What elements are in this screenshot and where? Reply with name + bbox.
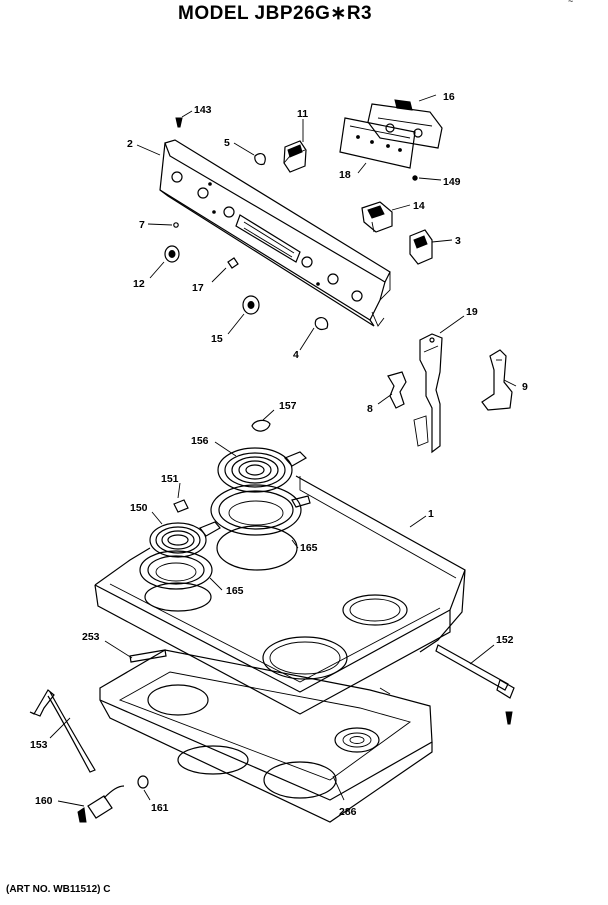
clip-161 <box>137 775 149 789</box>
art-number: (ART NO. WB11512) C <box>6 884 111 895</box>
callout-1: 1 <box>428 508 434 520</box>
callout-165-small: 165 <box>226 585 244 597</box>
switch-3 <box>409 229 433 265</box>
callout-160: 160 <box>35 795 53 807</box>
knob-15 <box>242 295 260 315</box>
callout-149: 149 <box>443 176 461 188</box>
callout-15: 15 <box>211 333 223 345</box>
callout-8: 8 <box>367 403 373 415</box>
set-screw-7 <box>173 222 179 228</box>
clip-253 <box>129 649 167 663</box>
leader-lines <box>49 94 517 807</box>
callout-19: 19 <box>466 306 478 318</box>
drip-pan-small-165 <box>139 550 213 590</box>
backsplash-panel <box>159 139 391 327</box>
callout-4: 4 <box>293 349 299 361</box>
callout-5: 5 <box>224 137 230 149</box>
callout-156: 156 <box>191 435 209 447</box>
surface-unit-large-156 <box>217 447 307 493</box>
plug-160 <box>77 785 125 823</box>
screw-143 <box>175 117 183 128</box>
wire-153 <box>29 689 96 773</box>
drip-pan-large-165 <box>210 484 311 571</box>
callout-151: 151 <box>161 473 179 485</box>
terminal-151 <box>173 499 189 513</box>
switch-11 <box>283 140 307 173</box>
callout-labels: 143 11 16 2 5 18 149 14 7 3 12 17 15 4 1… <box>30 91 528 818</box>
bracket-8 <box>387 371 407 409</box>
surface-unit-small-150 <box>149 521 221 558</box>
hinge-rod-152 <box>435 644 515 725</box>
callout-12: 12 <box>133 278 145 290</box>
callout-7: 7 <box>139 219 145 231</box>
switch-14 <box>361 201 393 233</box>
indicator-light-17 <box>227 257 239 269</box>
clip-5 <box>254 152 266 166</box>
callout-143: 143 <box>194 104 212 116</box>
knob-4 <box>314 316 329 331</box>
callout-253: 253 <box>82 631 100 643</box>
bracket-9 <box>481 349 513 411</box>
callout-157: 157 <box>279 400 297 412</box>
switch-assembly-16 <box>367 99 443 149</box>
bracket-19 <box>413 333 443 454</box>
terminal-block-157 <box>251 419 271 432</box>
callout-16: 16 <box>443 91 455 103</box>
callout-150: 150 <box>130 502 148 514</box>
callout-153: 153 <box>30 739 48 751</box>
cooktop-main-top-1 <box>94 475 466 715</box>
switch-plate-18 <box>339 117 416 169</box>
callout-165-large: 165 <box>300 542 318 554</box>
callout-161: 161 <box>151 802 169 814</box>
callout-11: 11 <box>297 108 308 120</box>
screw-149 <box>412 175 418 181</box>
callout-2: 2 <box>127 138 133 150</box>
callout-286: 286 <box>339 806 357 818</box>
callout-9: 9 <box>522 381 528 393</box>
callout-18: 18 <box>339 169 351 181</box>
burner-box-286 <box>99 649 433 823</box>
callout-14: 14 <box>413 200 425 212</box>
corner-mark: ~ <box>568 0 574 6</box>
callout-17: 17 <box>192 282 204 294</box>
knob-12 <box>164 245 180 263</box>
callout-152: 152 <box>496 634 514 646</box>
callout-3: 3 <box>455 235 461 247</box>
diagram-title: MODEL JBP26G∗R3 <box>178 3 373 24</box>
